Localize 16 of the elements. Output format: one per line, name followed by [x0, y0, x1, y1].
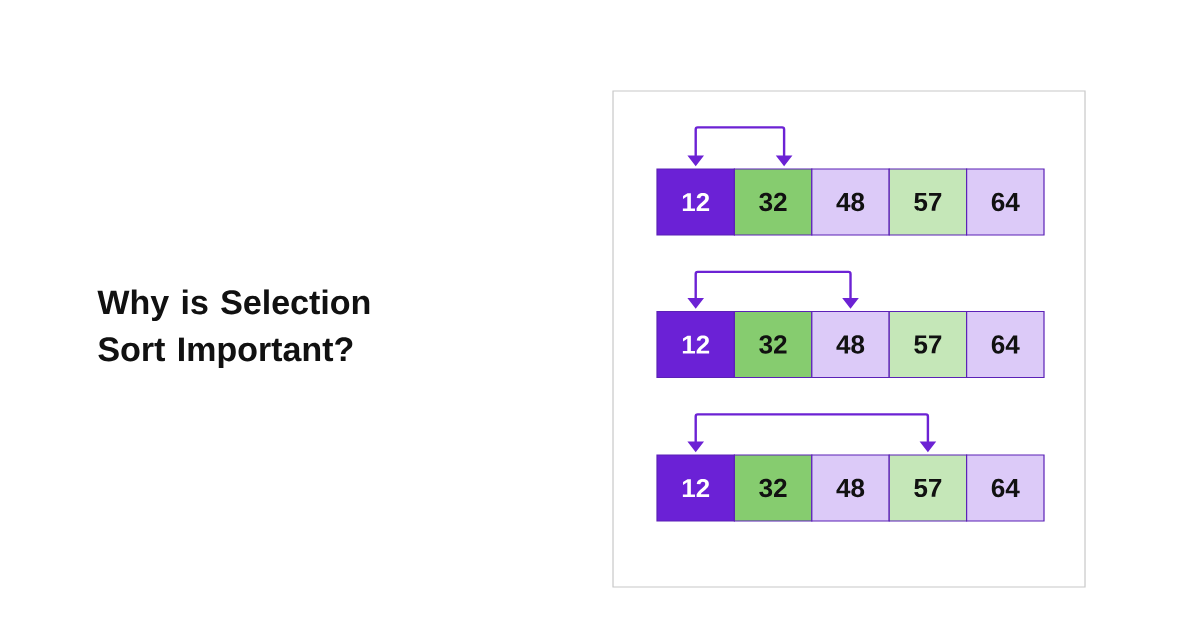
- array-cell: 57: [888, 168, 968, 236]
- array-cell: 32: [733, 310, 813, 379]
- array-cell: 32: [733, 168, 813, 236]
- array-cell: 48: [811, 310, 890, 379]
- array-cell: 12: [656, 168, 735, 236]
- array-cell: 32: [733, 454, 813, 522]
- array-cell: 64: [966, 454, 1045, 522]
- array-cell: 57: [888, 310, 968, 379]
- array-cell: 12: [656, 454, 735, 522]
- title: Why is Selection Sort Important?: [97, 289, 370, 369]
- array-cell: 48: [811, 168, 890, 236]
- array-cell: 64: [966, 310, 1045, 379]
- array-cell: 12: [656, 310, 735, 379]
- array-cell: 48: [811, 454, 890, 522]
- array-cell: 57: [888, 454, 968, 522]
- array-cell: 64: [966, 168, 1045, 236]
